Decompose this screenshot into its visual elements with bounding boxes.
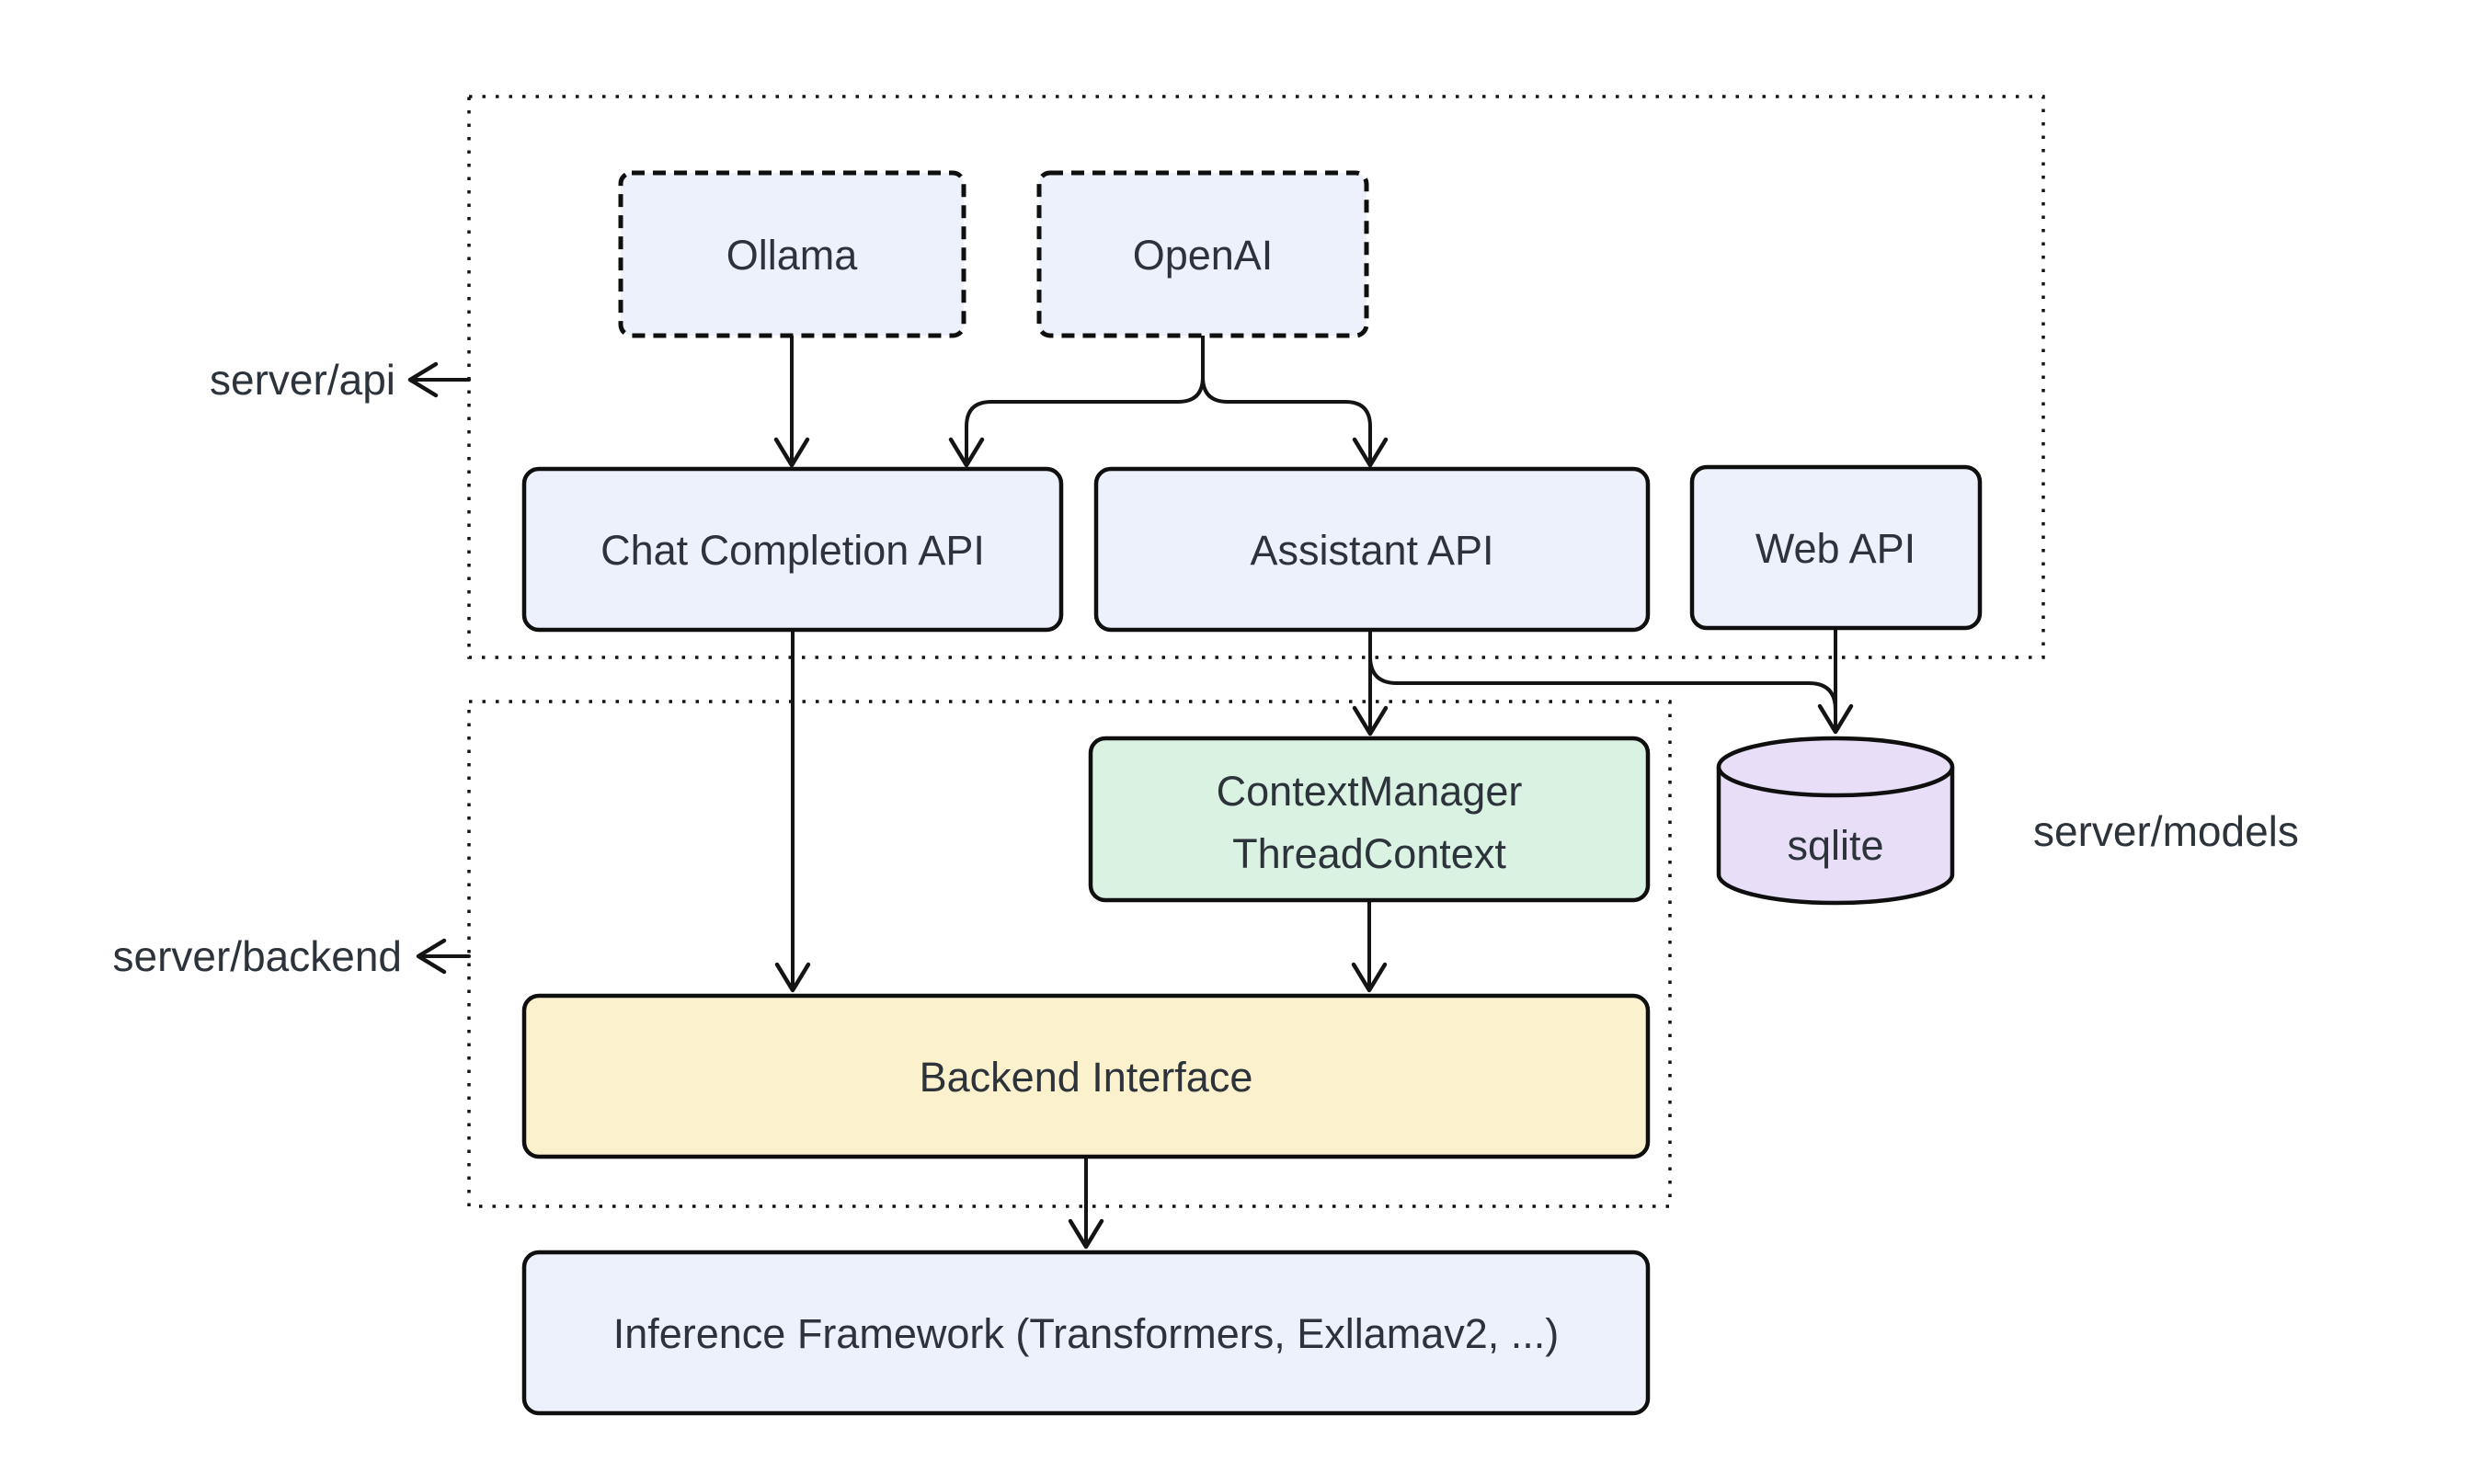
context-manager-node-label-line2: ThreadContext bbox=[1232, 830, 1506, 877]
chat-completion-api-node-box bbox=[521, 466, 1064, 633]
chat-completion-api-node-label: Chat Completion API bbox=[600, 527, 985, 574]
server-backend-section-label: server/backend bbox=[113, 932, 403, 980]
arrowhead-openai-to-chat bbox=[948, 437, 985, 468]
backend-interface-node-box bbox=[521, 993, 1651, 1159]
sqlite-cylinder-top bbox=[1716, 736, 1955, 798]
context-manager-node-label-line1: ContextManager bbox=[1217, 768, 1523, 815]
arrowhead-backend-to-inference bbox=[1068, 1218, 1104, 1250]
inference-framework-node-label: Inference Framework (Transformers, Exlla… bbox=[613, 1310, 1560, 1357]
openai-node-label: OpenAI bbox=[1133, 232, 1274, 279]
assistant-api-node-box bbox=[1093, 466, 1651, 633]
edge-openai-to-chat bbox=[965, 334, 1205, 462]
arrowhead-openai-to-assistant bbox=[1352, 437, 1389, 468]
server-models-section-label: server/models bbox=[2033, 807, 2299, 855]
backend-interface-node-label: Backend Interface bbox=[920, 1054, 1253, 1101]
arrowhead-assistant-to-contextmanager bbox=[1352, 705, 1389, 736]
arrowhead-chat-to-backend bbox=[774, 962, 811, 993]
edge-assistant-to-sqlite bbox=[1368, 655, 1837, 719]
arrowhead-server-backend-pointer bbox=[416, 938, 447, 975]
server-backend-container bbox=[467, 700, 1672, 1208]
arrowhead-ollama-to-chat bbox=[773, 437, 810, 468]
edge-openai-to-assistant bbox=[1201, 334, 1372, 462]
inference-framework-node-box bbox=[521, 1250, 1651, 1416]
arrowhead-server-api-pointer bbox=[407, 361, 439, 398]
ollama-node-label: Ollama bbox=[726, 232, 859, 279]
web-api-node-label: Web API bbox=[1755, 525, 1915, 572]
web-api-node-box bbox=[1689, 464, 1983, 631]
arrowhead-contextmanager-to-backend bbox=[1351, 962, 1388, 993]
server-api-container bbox=[467, 95, 2045, 659]
sqlite-database-icon bbox=[1716, 736, 1955, 906]
server-api-section-label: server/api bbox=[210, 356, 395, 404]
assistant-api-node-label: Assistant API bbox=[1250, 527, 1493, 574]
sqlite-cylinder-body bbox=[1716, 767, 1955, 906]
context-manager-node-box bbox=[1088, 736, 1651, 903]
arrowhead-to-sqlite bbox=[1817, 703, 1854, 735]
openai-node-box bbox=[1036, 170, 1369, 338]
sqlite-node-label: sqlite bbox=[1787, 822, 1883, 869]
ollama-node-box bbox=[618, 170, 966, 338]
